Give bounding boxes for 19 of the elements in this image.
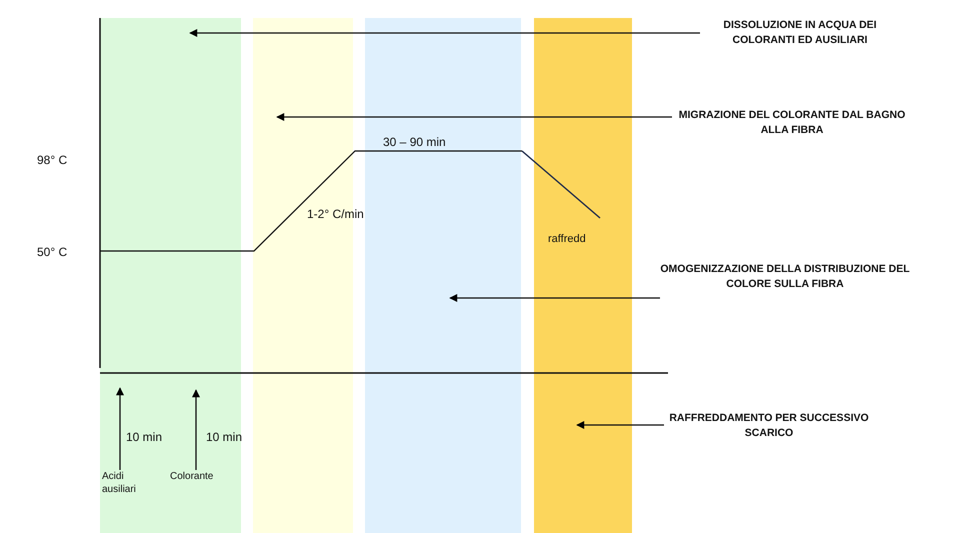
phase-description: DISSOLUZIONE IN ACQUA DEI COLORANTI ED AUSILIARI xyxy=(700,18,900,48)
profile-label: 1-2° C/min xyxy=(307,207,364,221)
temperature-label: 98° C xyxy=(37,153,68,167)
input-label: Colorante xyxy=(170,470,226,483)
profile-label: raffredd xyxy=(548,233,586,245)
input-label: Acidi ausiliari xyxy=(102,470,154,496)
arrow xyxy=(116,387,124,470)
phase-description: MIGRAZIONE DEL COLORANTE DAL BAGNO ALLA FIBRA xyxy=(672,108,912,138)
arrow xyxy=(449,294,660,302)
edge-label: 10 min xyxy=(126,430,162,444)
edge-label: 10 min xyxy=(206,430,242,444)
arrow xyxy=(192,389,200,470)
temperature-label: 50° C xyxy=(37,245,68,259)
arrow xyxy=(276,113,672,121)
arrow xyxy=(189,29,700,37)
arrow xyxy=(576,421,664,429)
profile-label: 30 – 90 min xyxy=(383,135,446,149)
phase-description: OMOGENIZZAZIONE DELLA DISTRIBUZIONE DEL COLORE SULLA FIBRA xyxy=(660,262,910,292)
phase-description: RAFFREDDAMENTO PER SUCCESSIVO SCARICO xyxy=(664,411,874,441)
